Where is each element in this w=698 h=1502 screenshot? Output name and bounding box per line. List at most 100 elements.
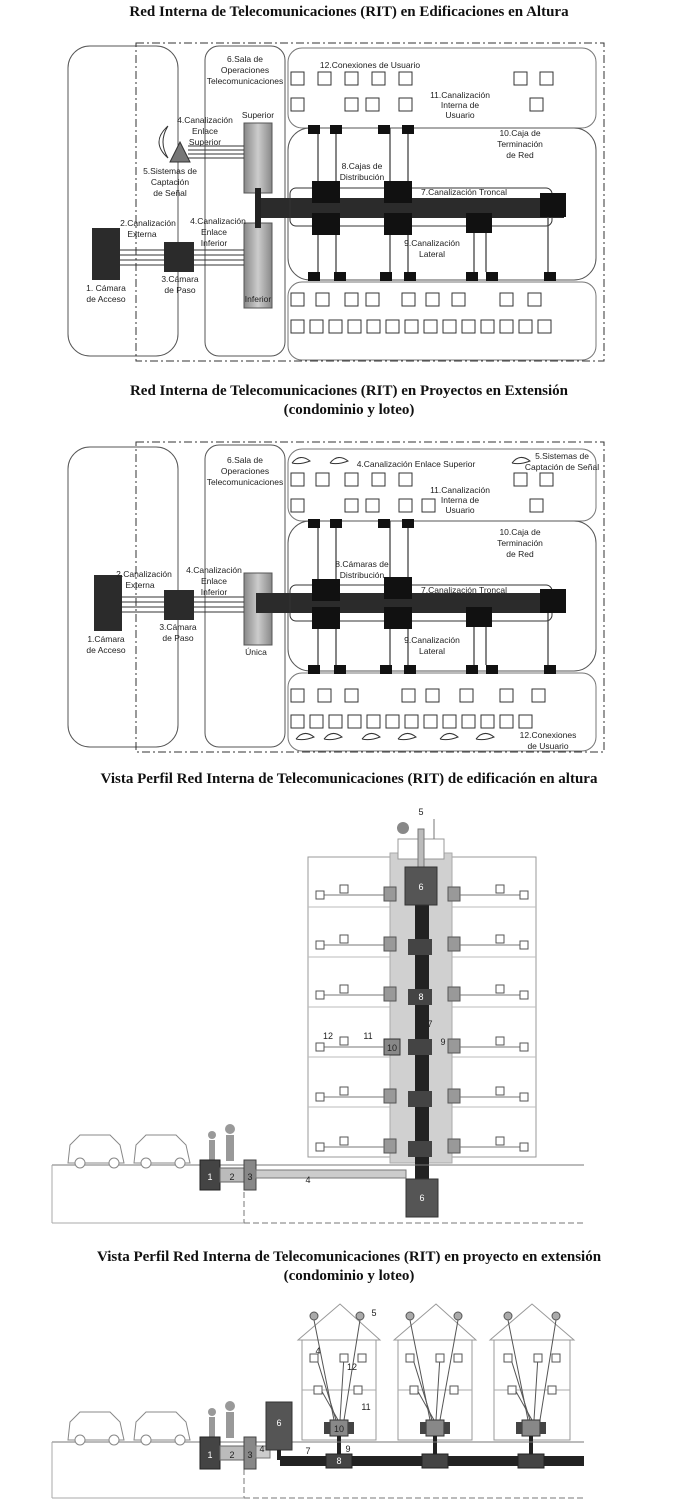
label-lateral-2: Lateral xyxy=(419,646,445,656)
label-acceso-1: 1. Cámara xyxy=(86,283,126,293)
label-4-top: 4 xyxy=(425,846,430,856)
property-boundary xyxy=(135,42,605,362)
label-externa-1: 2.Canalización xyxy=(116,569,172,579)
car-icon xyxy=(67,1411,125,1446)
label-conexiones-2: de Usuario xyxy=(527,741,568,751)
label-4: 4 xyxy=(315,1346,320,1356)
public-zone-outline xyxy=(67,45,179,357)
distribution-box xyxy=(384,607,412,629)
house-junction-boxes xyxy=(324,1422,546,1434)
label-4: 4 xyxy=(305,1175,310,1185)
label-caja-2: Terminación xyxy=(497,139,543,149)
label-6-bottom: 6 xyxy=(419,1193,424,1203)
label-caja-1: 10.Caja de xyxy=(499,527,540,537)
satellite-dish-icons xyxy=(291,457,531,741)
label-superior: Superior xyxy=(242,110,274,120)
access-chamber xyxy=(94,575,122,631)
distribution-box xyxy=(312,213,340,235)
user-canalization-lines xyxy=(320,894,524,1148)
label-5: 5 xyxy=(418,807,423,817)
label-sala-2: Operaciones xyxy=(221,65,269,75)
terminal-box xyxy=(540,193,566,217)
enlace-inferior-pipe xyxy=(255,1169,407,1179)
label-sistemas-1: 5.Sistemas de xyxy=(535,451,589,461)
label-acceso-1: 1.Cámara xyxy=(87,634,125,644)
distribution-box xyxy=(384,181,412,203)
label-caja-2: Terminación xyxy=(497,538,543,548)
paso-chamber xyxy=(164,242,194,272)
distribution-box xyxy=(312,607,340,629)
label-sistemas-2: Captación xyxy=(151,177,190,187)
diagram2-title-line2: (condominio y loteo) xyxy=(283,402,415,418)
satellite-dish-icon xyxy=(397,822,409,834)
label-1: 1 xyxy=(207,1172,212,1182)
label-enlinf-1: 4.Canalización xyxy=(190,216,246,226)
label-canint-2: Interna de xyxy=(441,495,480,505)
label-3: 3 xyxy=(247,1450,252,1460)
user-connections-top xyxy=(290,472,554,513)
pedestrian-icon xyxy=(208,1124,235,1161)
label-enlace-superior: 4.Canalización Enlace Superior xyxy=(357,459,476,469)
label-sala-2: Operaciones xyxy=(221,466,269,476)
label-11: 11 xyxy=(361,1402,370,1412)
property-boundary xyxy=(135,441,605,753)
enlace-superior-lines xyxy=(188,145,244,159)
label-8: 8 xyxy=(336,1456,341,1466)
distribution-box xyxy=(312,181,340,203)
label-sistemas-3: de Señal xyxy=(153,188,187,198)
label-6-top: 6 xyxy=(418,882,423,892)
terminal-boxes xyxy=(308,519,556,674)
external-canalization-lines xyxy=(122,596,244,613)
label-cajas-dist-1: 8.Cajas de xyxy=(342,161,383,171)
terminal-boxes-top xyxy=(308,125,556,281)
terminal-box xyxy=(540,589,566,613)
label-conexiones-1: 12.Conexiones xyxy=(520,730,577,740)
label-sala-3: Telecomunicaciones xyxy=(207,477,284,487)
diagram2-title: Red Interna de Telecomunicaciones (RIT) … xyxy=(0,382,698,420)
house-termination-boxes xyxy=(329,1419,541,1437)
distribution-chambers xyxy=(325,1453,545,1469)
label-paso-1: 3.Cámara xyxy=(161,274,199,284)
diagram2-rit-proyectos-extension: 6.Sala de Operaciones Telecomunicaciones… xyxy=(67,441,605,753)
car-icon xyxy=(67,1134,125,1169)
label-cajas-dist-2: Distribución xyxy=(340,172,385,182)
user-outlets xyxy=(315,884,529,1152)
diagram3-vista-perfil-altura: 5 4 6 8 7 12 11 10 9 1 2 3 4 6 xyxy=(51,807,584,1224)
label-paso-2: de Paso xyxy=(164,285,195,295)
diagram3-title: Vista Perfil Red Interna de Telecomunica… xyxy=(100,771,598,787)
troncal-vertical xyxy=(415,885,429,1185)
sala-inferior xyxy=(405,1178,439,1218)
label-enlsup-3: Superior xyxy=(189,137,221,147)
label-canint-1: 11.Canalización xyxy=(430,485,490,495)
diagram4-title-line1: Vista Perfil Red Interna de Telecomunica… xyxy=(96,1249,602,1265)
diagram1-title: Red Interna de Telecomunicaciones (RIT) … xyxy=(129,4,569,20)
label-sistemas-2: Captación de Señal xyxy=(525,462,599,472)
label-enlsup-1: 4.Canalización xyxy=(177,115,233,125)
diagram1-rit-edificaciones-altura: 6.Sala de Operaciones Telecomunicaciones… xyxy=(67,42,605,362)
label-2: 2 xyxy=(229,1450,234,1460)
label-enlinf-2: Enlace xyxy=(201,227,227,237)
label-externa-1: 2.Canalización xyxy=(120,218,176,228)
access-chamber xyxy=(92,228,120,280)
distribution-box xyxy=(384,577,412,599)
label-10: 10 xyxy=(334,1424,344,1434)
label-sala-1: 6.Sala de xyxy=(227,455,263,465)
label-sala-1: 6.Sala de xyxy=(227,54,263,64)
label-externa-2: Externa xyxy=(125,580,155,590)
diagram2-title-line1: Red Interna de Telecomunicaciones (RIT) … xyxy=(129,383,569,399)
label-5: 5 xyxy=(371,1308,376,1318)
floor-distribution xyxy=(383,939,432,1157)
label-paso-2: de Paso xyxy=(162,633,193,643)
external-canalization-lines xyxy=(120,249,244,266)
label-caja-3: de Red xyxy=(506,549,534,559)
label-11: 11 xyxy=(363,1031,372,1041)
label-unica: Única xyxy=(245,647,267,657)
label-acceso-2: de Acceso xyxy=(86,294,125,304)
lower-users-zone xyxy=(287,672,597,752)
label-7: 7 xyxy=(427,1019,432,1029)
user-connections-top xyxy=(290,71,554,112)
lateral-lines xyxy=(317,521,549,665)
label-canint-1: 11.Canalización xyxy=(430,90,490,100)
diagram4-title: Vista Perfil Red Interna de Telecomunica… xyxy=(0,1248,698,1286)
label-troncal: 7.Canalización Troncal xyxy=(421,187,507,197)
